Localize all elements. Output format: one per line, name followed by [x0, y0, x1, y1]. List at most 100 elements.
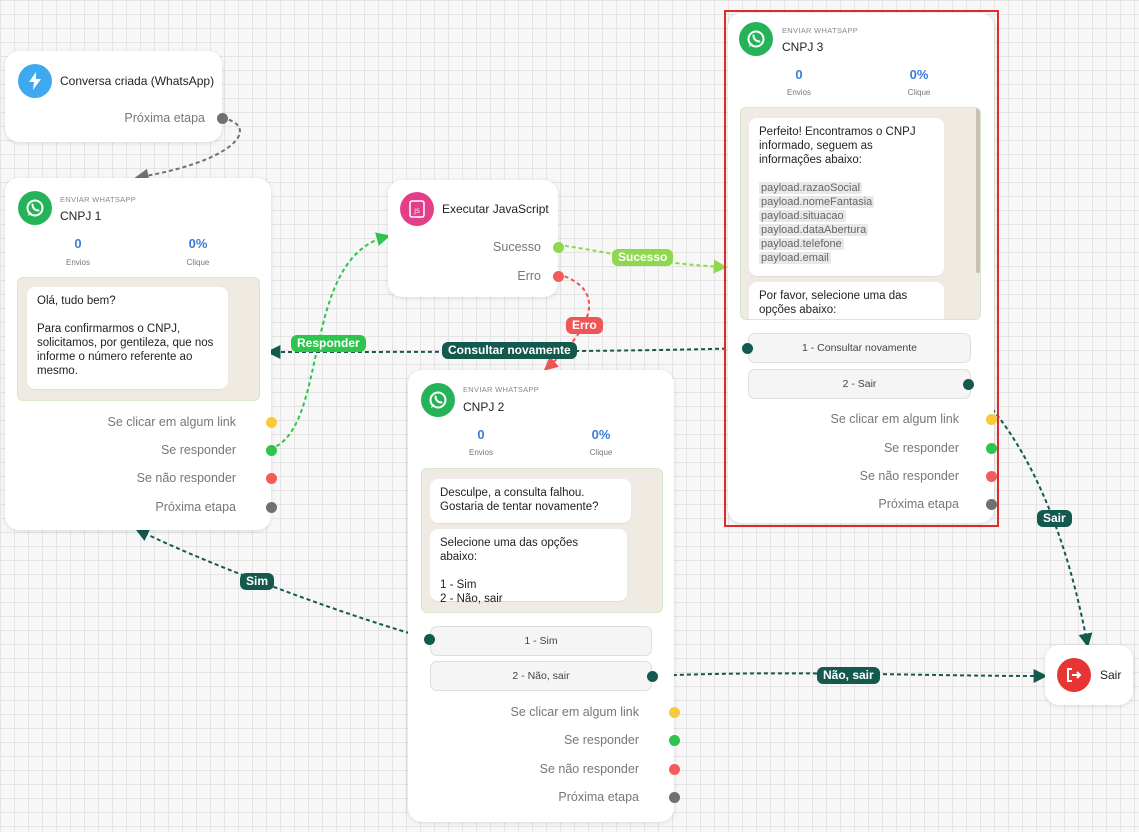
edge-label-nao-sair[interactable]: Não, sair: [817, 667, 880, 684]
edge-label-erro[interactable]: Erro: [566, 317, 603, 334]
chat-preview[interactable]: Perfeito! Encontramos o CNPJ informado, …: [740, 107, 981, 320]
edge-cnpj3-consultar-to-cnpj1: [266, 344, 748, 359]
port-label: Próxima etapa: [878, 497, 959, 511]
port-dot-green[interactable]: [669, 735, 680, 746]
port-respond[interactable]: Se responder: [5, 441, 277, 461]
port-dot-yellow[interactable]: [986, 414, 997, 425]
edge-label-consultar-novamente[interactable]: Consultar novamente: [442, 342, 577, 359]
node-title: CNPJ 3: [782, 40, 824, 54]
lightning-icon: [18, 64, 52, 98]
payload-field: payload.situacao: [759, 210, 846, 222]
message-line: 2 - Não, sair: [440, 593, 503, 605]
option-button-consultar[interactable]: 1 - Consultar novamente: [748, 333, 971, 363]
node-title: CNPJ 2: [463, 400, 505, 414]
payload-field: payload.email: [759, 252, 831, 264]
port-click-link[interactable]: Se clicar em algum link: [408, 703, 680, 723]
whatsapp-icon: [18, 191, 52, 225]
cnpj1-node[interactable]: ENVIAR WHATSAPP CNPJ 1 0 Envios 0% Cliqu…: [5, 178, 277, 530]
port-label: Sucesso: [493, 240, 541, 254]
option-port-consultar[interactable]: [742, 343, 753, 354]
message-bubble: Por favor, selecione uma das opções abai…: [749, 282, 944, 319]
envios-value: 0: [477, 427, 485, 442]
option-port-sim[interactable]: [424, 634, 435, 645]
port-dot-green[interactable]: [553, 242, 564, 253]
port-error[interactable]: Erro: [388, 267, 564, 287]
message-line: Para confirmarmos o CNPJ, solicitamos, p…: [37, 323, 214, 377]
trigger-title: Conversa criada (WhatsApp): [60, 74, 215, 88]
js-title: Executar JavaScript: [442, 202, 549, 216]
edge-js-error-to-cnpj2: [543, 273, 590, 371]
port-next[interactable]: Próxima etapa: [408, 788, 680, 808]
message-intro: Perfeito! Encontramos o CNPJ informado, …: [759, 126, 916, 166]
port-next[interactable]: Próxima etapa: [5, 498, 277, 518]
option-port-nao-sair[interactable]: [647, 671, 658, 682]
node-title: CNPJ 1: [60, 209, 102, 223]
whatsapp-icon: [421, 383, 455, 417]
clique-label: Clique: [589, 448, 613, 457]
option-button-nao-sair[interactable]: 2 - Não, sair: [430, 661, 652, 691]
whatsapp-icon: [739, 22, 773, 56]
port-click-link[interactable]: Se clicar em algum link: [728, 410, 997, 430]
message-line: Gostaria de tentar novamente?: [440, 501, 599, 513]
javascript-node[interactable]: JS Executar JavaScript Sucesso Erro: [388, 180, 564, 297]
port-dot-yellow[interactable]: [266, 417, 277, 428]
port-dot-red[interactable]: [986, 471, 997, 482]
port-click-link[interactable]: Se clicar em algum link: [5, 413, 277, 433]
option-button-sim[interactable]: 1 - Sim: [430, 626, 652, 656]
port-label: Se clicar em algum link: [107, 415, 236, 429]
option-port-sair[interactable]: [963, 379, 974, 390]
trigger-node[interactable]: Conversa criada (WhatsApp) Próxima etapa: [5, 51, 228, 142]
node-type-label: ENVIAR WHATSAPP: [463, 385, 540, 394]
envios-value: 0: [74, 236, 82, 251]
port-dot-red[interactable]: [553, 271, 564, 282]
selection-outline: [724, 10, 999, 527]
cnpj2-node[interactable]: ENVIAR WHATSAPP CNPJ 2 0 Envios 0% Cliqu…: [408, 370, 680, 822]
port-dot-red[interactable]: [669, 764, 680, 775]
javascript-icon: JS: [400, 192, 434, 226]
message-line: Olá, tudo bem?: [37, 295, 116, 307]
envios-label: Envios: [468, 448, 493, 457]
message-line: 1 - Sim: [440, 579, 477, 591]
port-dot-gray[interactable]: [266, 502, 277, 513]
edge-label-sair[interactable]: Sair: [1037, 510, 1072, 527]
exit-icon: [1057, 658, 1091, 692]
port-no-respond[interactable]: Se não responder: [408, 760, 680, 780]
port-dot-gray[interactable]: [669, 792, 680, 803]
port-no-respond[interactable]: Se não responder: [728, 467, 997, 487]
port-respond[interactable]: Se responder: [728, 439, 997, 459]
port-dot-red[interactable]: [266, 473, 277, 484]
port-next[interactable]: Próxima etapa: [728, 495, 997, 515]
port-dot-yellow[interactable]: [669, 707, 680, 718]
port-no-respond[interactable]: Se não responder: [5, 469, 277, 489]
cnpj3-node[interactable]: ENVIAR WHATSAPP CNPJ 3 0 Envios 0% Cliqu…: [728, 13, 997, 523]
port-respond[interactable]: Se responder: [408, 731, 680, 751]
port-dot-gray[interactable]: [986, 499, 997, 510]
envios-label: Envios: [65, 258, 90, 267]
option-button-sair[interactable]: 2 - Sair: [748, 369, 971, 399]
port-label: Próxima etapa: [124, 111, 205, 125]
edge-cnpj2-sim-to-cnpj1: [134, 528, 431, 640]
trigger-port-next[interactable]: Próxima etapa: [5, 109, 228, 129]
payload-field: payload.telefone: [759, 238, 844, 250]
chat-scrollbar[interactable]: [976, 108, 980, 273]
port-dot-green[interactable]: [986, 443, 997, 454]
clique-label: Clique: [186, 258, 210, 267]
port-dot-green[interactable]: [266, 445, 277, 456]
edge-js-success-to-cnpj3: [557, 244, 728, 274]
edge-label-sucesso[interactable]: Sucesso: [612, 249, 674, 266]
port-label: Próxima etapa: [558, 790, 639, 804]
exit-node[interactable]: Sair: [1045, 645, 1133, 705]
clique-value: 0%: [909, 67, 929, 82]
clique-value: 0%: [188, 236, 208, 251]
port-dot-gray[interactable]: [217, 113, 228, 124]
message-bubble: Olá, tudo bem? Para confirmarmos o CNPJ,…: [27, 287, 228, 389]
port-label: Se não responder: [859, 469, 959, 483]
port-success[interactable]: Sucesso: [388, 238, 564, 258]
edge-label-responder[interactable]: Responder: [291, 335, 366, 352]
chat-preview: Olá, tudo bem? Para confirmarmos o CNPJ,…: [17, 277, 260, 401]
message-bubble: Perfeito! Encontramos o CNPJ informado, …: [749, 118, 944, 276]
port-label: Se não responder: [136, 471, 236, 485]
port-label: Se clicar em algum link: [830, 412, 959, 426]
message-line: Selecione uma das opções abaixo:: [440, 537, 579, 563]
edge-label-sim[interactable]: Sim: [240, 573, 275, 590]
